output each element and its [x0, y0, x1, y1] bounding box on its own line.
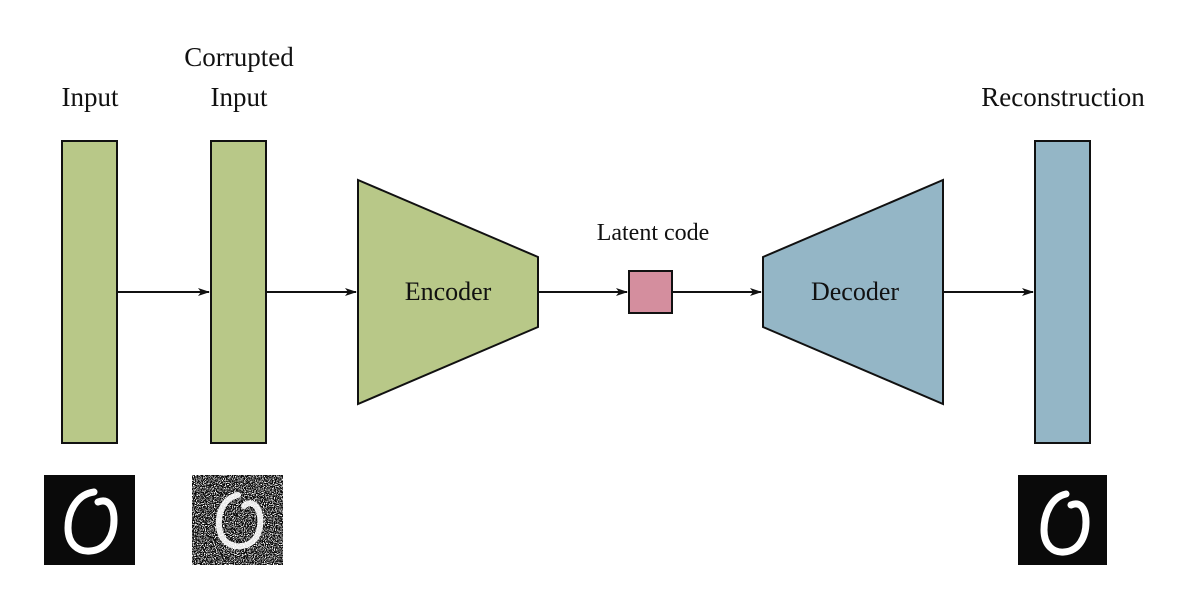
decoder-block [762, 178, 944, 406]
corrupted-input-label-line1: Corrupted [184, 42, 294, 72]
encoder-label: Encoder [405, 277, 492, 306]
corrupted-input-layer-bar [210, 140, 267, 444]
input-digit-image [44, 475, 135, 565]
input-layer-bar [61, 140, 118, 444]
latent-code-label: Latent code [597, 220, 710, 246]
corrupted-digit-image [192, 475, 283, 565]
encoder-block [357, 178, 539, 406]
reconstruction-layer-bar [1034, 140, 1091, 444]
input-label: Input [62, 82, 119, 112]
reconstruction-label: Reconstruction [981, 82, 1145, 112]
corrupted-input-label-line2: Input [211, 82, 268, 112]
decoder-label: Decoder [811, 277, 899, 306]
latent-code-box [628, 270, 673, 314]
reconstructed-digit-image [1018, 475, 1107, 565]
